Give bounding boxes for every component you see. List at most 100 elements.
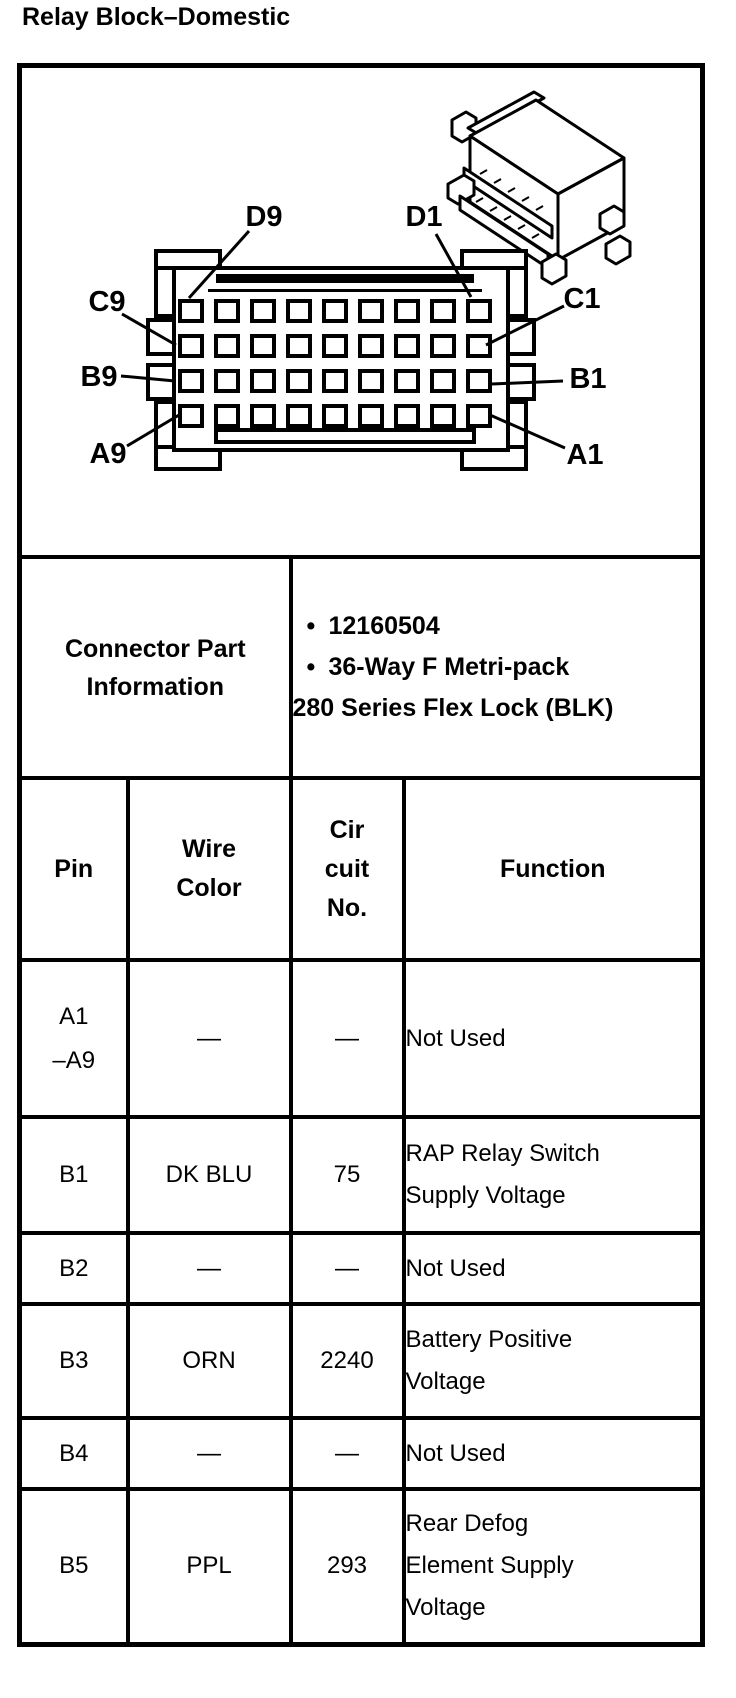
header-pin: Pin [17,776,130,962]
pin-square [394,334,420,358]
pin-square [358,334,384,358]
circuit-no-cell: — [288,958,406,1119]
connector-isometric-view [446,90,632,286]
header-wire-color: Wire Color [125,776,293,962]
part-number: 12160504 [328,612,440,640]
pin-square [394,369,420,393]
pin-square [250,404,276,428]
leader-a1 [489,413,566,450]
wire-color-cell: — [125,958,293,1119]
function-cell: RAP Relay Switch Supply Voltage [401,1115,705,1235]
table-row: B5 PPL 293 Rear Defog Element Supply Vol… [17,1487,705,1646]
pin-label-a1: A1 [566,439,603,471]
wire-color-cell: ORN [125,1302,293,1420]
table-row: B1 DK BLU 75 RAP Relay Switch Supply Vol… [17,1115,705,1235]
pin-square [394,404,420,428]
wire-color-cell: — [125,1416,293,1491]
pin-square [358,404,384,428]
part-info-row: Connector Part Information • 12160504 •36… [17,555,705,780]
wire-color-cell: PPL [125,1487,293,1646]
pin-square [322,404,348,428]
pin-square [214,404,240,428]
circuit-no-cell: 75 [288,1115,406,1235]
header-row: Pin Wire Color Cir cuit No. Function [17,776,705,962]
wire-color-cell: DK BLU [125,1115,293,1235]
leader-c1 [485,304,565,347]
circuit-no-cell: 293 [288,1487,406,1646]
pin-square [286,369,312,393]
pin-square [430,369,456,393]
connector-table: D9 D1 C9 C1 B9 B1 A9 A1 Connector Part I… [17,63,705,1647]
leader-a9 [126,413,180,448]
part-number-item: • 12160504 [293,606,701,647]
connector-diagram: D9 D1 C9 C1 B9 B1 A9 A1 [80,90,632,471]
pin-square [178,334,204,358]
pin-square [250,299,276,323]
pin-square [250,334,276,358]
pin-square [430,299,456,323]
pin-cell: A1 –A9 [17,958,130,1119]
pin-square [250,369,276,393]
connector-face-view [146,249,536,471]
bullet-icon: • [306,612,316,640]
pin-square [466,369,492,393]
pin-square [214,334,240,358]
pin-label-b9: B9 [80,361,117,393]
circuit-no-cell: — [288,1416,406,1491]
pin-square [178,369,204,393]
function-cell: Not Used [401,1231,705,1306]
pin-label-c1: C1 [563,283,600,315]
function-cell: Rear Defog Element Supply Voltage [401,1487,705,1646]
pin-label-d9: D9 [245,201,282,233]
pin-square [466,334,492,358]
part-info-label-line: Information [86,672,225,701]
pin-square [322,369,348,393]
leader-c9 [121,312,177,347]
header-circuit-no: Cir cuit No. [288,776,406,962]
pin-label-b1: B1 [569,363,606,395]
pin-square [322,299,348,323]
pin-label-c9: C9 [88,286,125,318]
table-row: B3 ORN 2240 Battery Positive Voltage [17,1302,705,1420]
pin-square [178,404,204,428]
diagram-row: D9 D1 C9 C1 B9 B1 A9 A1 [17,63,705,559]
part-info-label-line: Connector Part [64,634,246,663]
connector-diagram-cell: D9 D1 C9 C1 B9 B1 A9 A1 [17,63,705,559]
leader-b1 [491,379,564,386]
pin-cell: B4 [17,1416,130,1491]
pin-cell: B2 [17,1231,130,1306]
pin-square [466,404,492,428]
pin-square [214,299,240,323]
pin-square [286,334,312,358]
pin-cell: B5 [17,1487,130,1646]
pin-square [178,299,204,323]
function-cell: Not Used [401,958,705,1119]
pin-cell: B1 [17,1115,130,1235]
pin-square [358,299,384,323]
pin-square [466,299,492,323]
connector-type-item: •36-Way F Metri-pack [293,647,701,688]
part-info-label-cell: Connector Part Information [17,555,293,780]
bullet-icon: • [306,653,316,681]
function-cell: Not Used [401,1416,705,1491]
pin-square [286,404,312,428]
leader-b9 [120,374,176,383]
table-row: B2 — — Not Used [17,1231,705,1306]
table-row: B4 — — Not Used [17,1416,705,1491]
connector-series: 280 Series Flex Lock (BLK) [292,694,614,722]
function-cell: Battery Positive Voltage [401,1302,705,1420]
page-title: Relay Block–Domestic [22,3,291,31]
pin-square [394,299,420,323]
leader-lines [120,229,566,450]
part-info-value-cell: • 12160504 •36-Way F Metri-pack 280 Serie… [288,555,705,780]
table-row: A1 –A9 — — Not Used [17,958,705,1119]
pin-square [214,369,240,393]
circuit-no-cell: 2240 [288,1302,406,1420]
leader-d9 [187,229,251,300]
pin-square [286,299,312,323]
pin-square [430,334,456,358]
pin-square [322,334,348,358]
pin-grid [178,299,492,428]
circuit-no-cell: — [288,1231,406,1306]
